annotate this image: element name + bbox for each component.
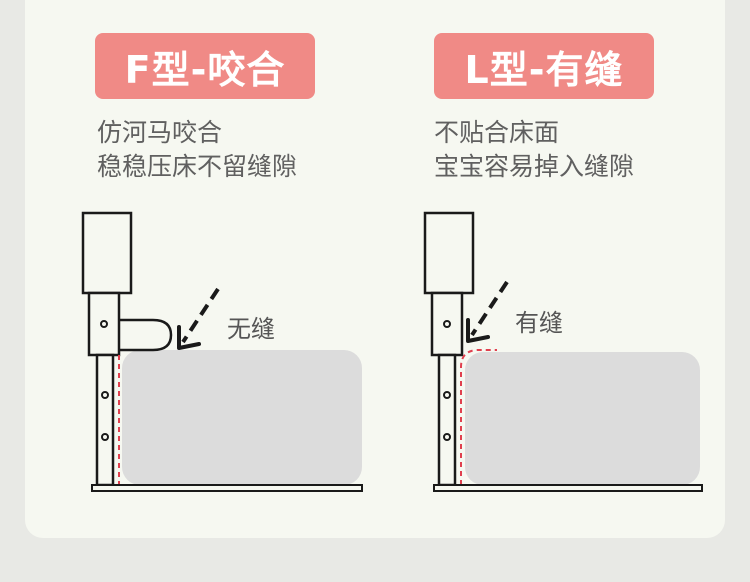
f-type-illustration <box>81 211 363 492</box>
f-type-title: F型-咬合 <box>124 47 286 92</box>
arrow-shaft <box>470 280 509 337</box>
f-type-description: 仿河马咬合 稳稳压床不留缝隙 <box>97 116 297 184</box>
l-type-badge: L型-有缝 <box>434 33 654 99</box>
f-type-diagram: 无缝 <box>75 205 365 505</box>
l-type-description: 不贴合床面 宝宝容易掉入缝隙 <box>434 116 634 184</box>
no-gap-label: 无缝 <box>227 315 275 343</box>
lower-pole <box>437 353 457 487</box>
arrow-head <box>466 318 490 343</box>
upper-pole <box>81 211 133 295</box>
has-gap-label: 有缝 <box>515 309 563 337</box>
arrow-shaft <box>181 287 220 344</box>
mattress-shape <box>122 350 362 485</box>
f-type-desc-line1: 仿河马咬合 <box>97 118 223 147</box>
gap-dash-line <box>460 349 497 485</box>
connector-block <box>87 291 121 357</box>
lower-pole <box>95 353 115 487</box>
l-type-diagram: 有缝 <box>415 205 705 505</box>
l-type-title: L型-有缝 <box>464 47 624 92</box>
mattress-shape <box>465 352 700 485</box>
base-bar <box>91 484 363 492</box>
base-bar <box>433 484 703 492</box>
connector-block <box>430 291 464 357</box>
clamp-hook <box>119 318 173 352</box>
arrow-head <box>177 325 201 350</box>
f-type-desc-line2: 稳稳压床不留缝隙 <box>97 152 298 181</box>
upper-pole <box>423 211 475 295</box>
l-type-illustration <box>423 211 703 492</box>
l-type-desc-line1: 不贴合床面 <box>434 118 560 147</box>
l-type-desc-line2: 宝宝容易掉入缝隙 <box>434 152 635 181</box>
f-type-badge: F型-咬合 <box>95 33 315 99</box>
